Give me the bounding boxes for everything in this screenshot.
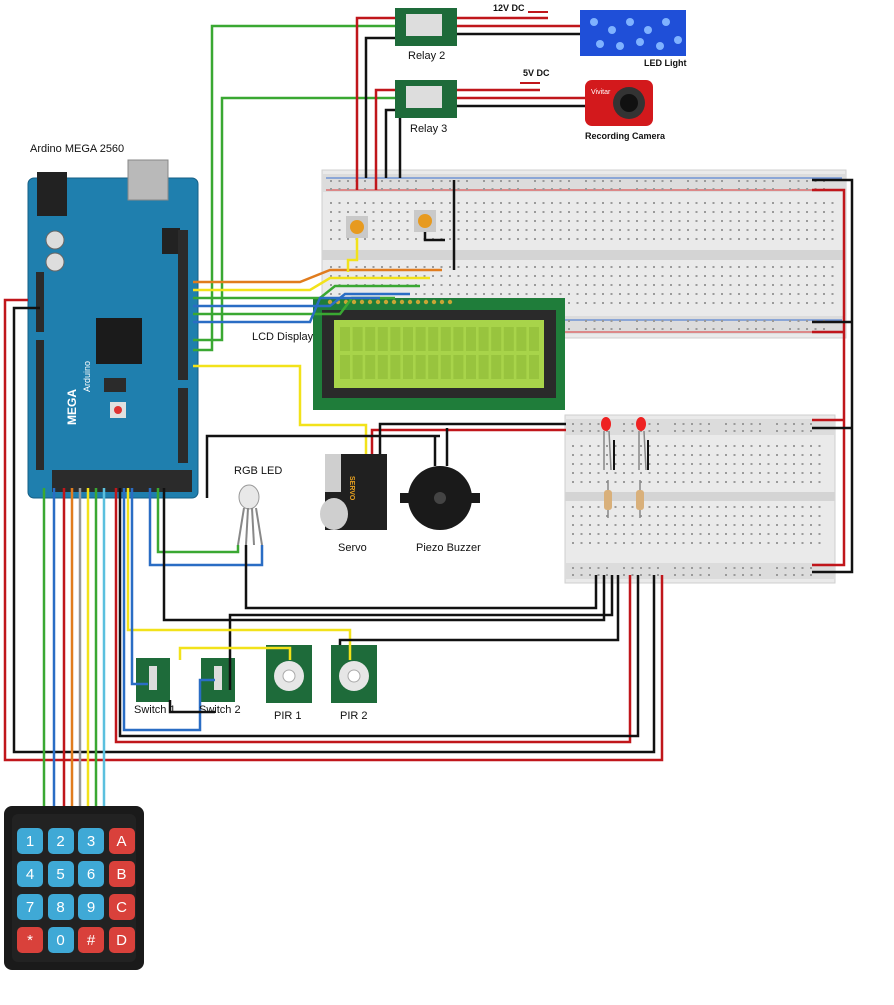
keypad-key[interactable]: C bbox=[108, 894, 135, 920]
relay-3-module bbox=[395, 80, 457, 118]
camera-label: Recording Camera bbox=[585, 131, 666, 141]
arduino-mega-board: Arduino MEGA bbox=[27, 159, 199, 499]
arduino-label: Ardino MEGA 2560 bbox=[30, 143, 125, 155]
red-led-2 bbox=[636, 417, 647, 471]
rgb-led-label: RGB LED bbox=[234, 465, 283, 477]
rgb-led bbox=[237, 484, 263, 546]
switch-1-module bbox=[136, 658, 170, 702]
potentiometer-1 bbox=[346, 216, 368, 238]
led-light-label: LED Light bbox=[644, 58, 687, 68]
keypad-key[interactable]: 9 bbox=[78, 894, 104, 920]
keypad-key[interactable]: 5 bbox=[47, 861, 74, 887]
buzzer-label: Piezo Buzzer bbox=[416, 542, 481, 554]
keypad-key[interactable]: 4 bbox=[17, 861, 43, 887]
keypad-key[interactable]: B bbox=[108, 861, 135, 887]
piezo-buzzer bbox=[400, 466, 480, 530]
keypad-key[interactable]: 7 bbox=[17, 894, 43, 920]
relay-3-label: Relay 3 bbox=[410, 123, 448, 135]
svg-text:SERVO: SERVO bbox=[348, 476, 355, 501]
keypad-key[interactable]: 1 bbox=[17, 828, 43, 854]
keypad-key[interactable]: 8 bbox=[47, 894, 74, 920]
svg-text:MEGA: MEGA bbox=[65, 389, 79, 425]
recording-camera: Vivitar bbox=[585, 80, 653, 126]
lcd-display bbox=[313, 298, 565, 410]
keypad-key[interactable]: A bbox=[108, 828, 135, 854]
lcd-label: LCD Display bbox=[252, 331, 314, 343]
keypad-key[interactable]: * bbox=[17, 927, 43, 953]
resistor-2 bbox=[636, 480, 644, 518]
keypad-key[interactable]: D bbox=[108, 927, 135, 953]
led-light-strip bbox=[580, 10, 686, 56]
servo-motor: SERVO bbox=[320, 454, 387, 530]
wires bbox=[3, 11, 854, 808]
svg-text:Vivitar: Vivitar bbox=[591, 89, 611, 96]
keypad-key[interactable]: 0 bbox=[47, 927, 74, 953]
supply-5v-label: 5V DC bbox=[523, 68, 550, 78]
pir-2-label: PIR 2 bbox=[340, 710, 368, 722]
pir-2-sensor bbox=[331, 645, 377, 703]
supply-12v-label: 12V DC bbox=[493, 3, 525, 13]
pir-1-label: PIR 1 bbox=[274, 710, 302, 722]
resistor-1 bbox=[604, 480, 612, 518]
keypad-key[interactable]: 3 bbox=[78, 828, 104, 854]
switch-2-label: Switch 2 bbox=[199, 704, 241, 716]
red-led-1 bbox=[601, 417, 612, 471]
svg-text:Arduino: Arduino bbox=[82, 361, 92, 392]
relay-2-module bbox=[395, 8, 457, 46]
switch-1-label: Switch 1 bbox=[134, 704, 176, 716]
servo-label: Servo bbox=[338, 542, 367, 554]
relay-2-label: Relay 2 bbox=[408, 50, 446, 62]
keypad-key[interactable]: 6 bbox=[78, 861, 104, 887]
potentiometer-2 bbox=[414, 210, 436, 232]
keypad-key[interactable]: # bbox=[78, 927, 104, 953]
keypad-key[interactable]: 2 bbox=[47, 828, 74, 854]
